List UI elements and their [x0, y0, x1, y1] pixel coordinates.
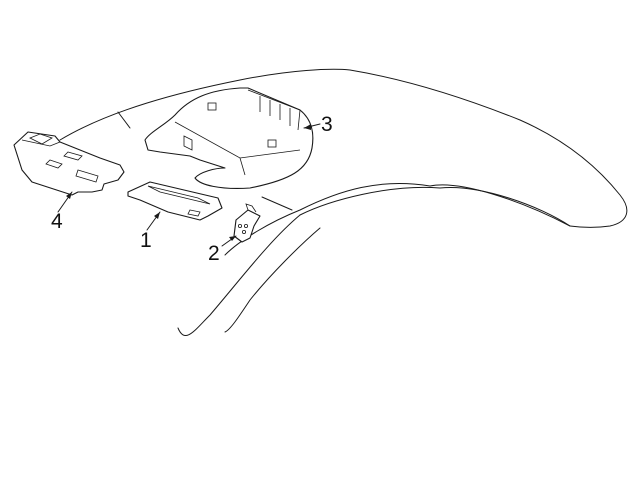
callout-1: 1	[140, 229, 152, 252]
leader-lines	[57, 123, 321, 247]
callout-4: 4	[51, 210, 63, 233]
part-1-lamp-panel	[127, 181, 223, 221]
callout-3: 3	[321, 113, 333, 136]
part-2-bracket	[233, 203, 261, 243]
headliner	[59, 68, 628, 336]
part-4-switch-housing	[13, 131, 125, 196]
part-3-overhead-console	[144, 87, 314, 189]
callout-2: 2	[208, 242, 220, 265]
